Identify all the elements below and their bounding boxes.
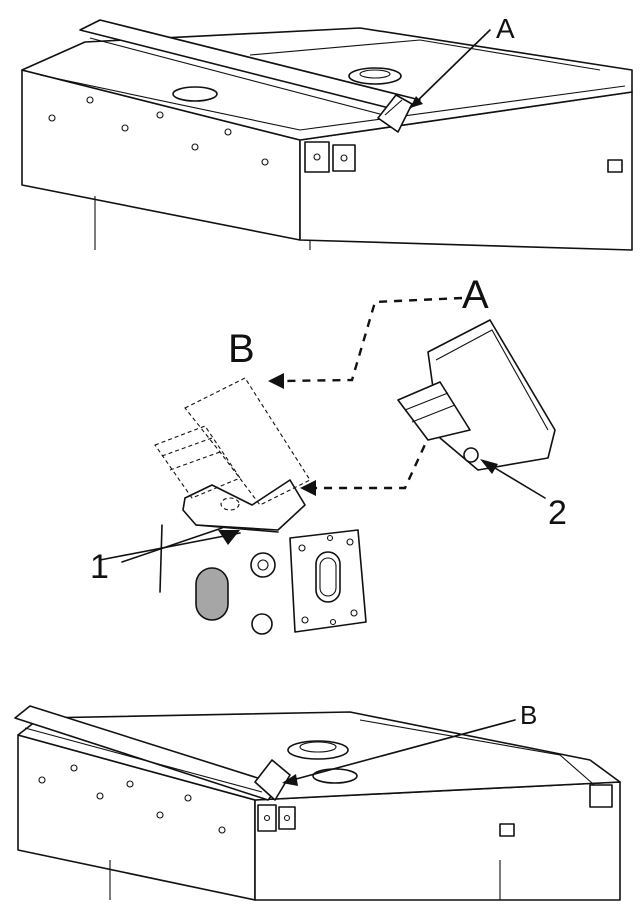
arrowhead-icon: [410, 96, 423, 108]
bracket-a-part: [397, 319, 556, 471]
detail-label-b: B: [228, 327, 255, 371]
bottom-cooktop-drawing: [14, 705, 621, 901]
dashed-path-lower: [312, 434, 511, 490]
arrowhead-icon: [218, 530, 240, 545]
dashed-path-upper: [279, 296, 463, 383]
burner-icon: [172, 86, 218, 102]
callout-1-label: 1: [90, 548, 109, 586]
burner-icon: [287, 740, 349, 760]
leader-line-a: [409, 29, 491, 109]
arrowhead-icon: [268, 373, 284, 389]
bottom-marker-label: B: [520, 700, 537, 730]
burner-icon: [312, 768, 358, 784]
callout-2-label: 2: [548, 494, 567, 532]
top-marker-label: A: [496, 13, 515, 44]
bracket-b-installed: [254, 759, 291, 801]
callout-1-leader: [121, 527, 223, 563]
seal-gasket: [195, 567, 229, 621]
arrowhead-icon: [300, 480, 316, 496]
leader-line-b: [284, 719, 516, 783]
detail-label-a: A: [462, 273, 489, 317]
detail-drawing: 1 2 A B: [90, 273, 567, 635]
screw-hole: [463, 447, 479, 463]
bracket-b-part: [154, 377, 311, 533]
base-plate: [99, 524, 367, 635]
arrowhead-icon: [282, 774, 298, 786]
arrowhead-icon: [480, 459, 498, 474]
top-cooktop-drawing: [21, 19, 633, 251]
